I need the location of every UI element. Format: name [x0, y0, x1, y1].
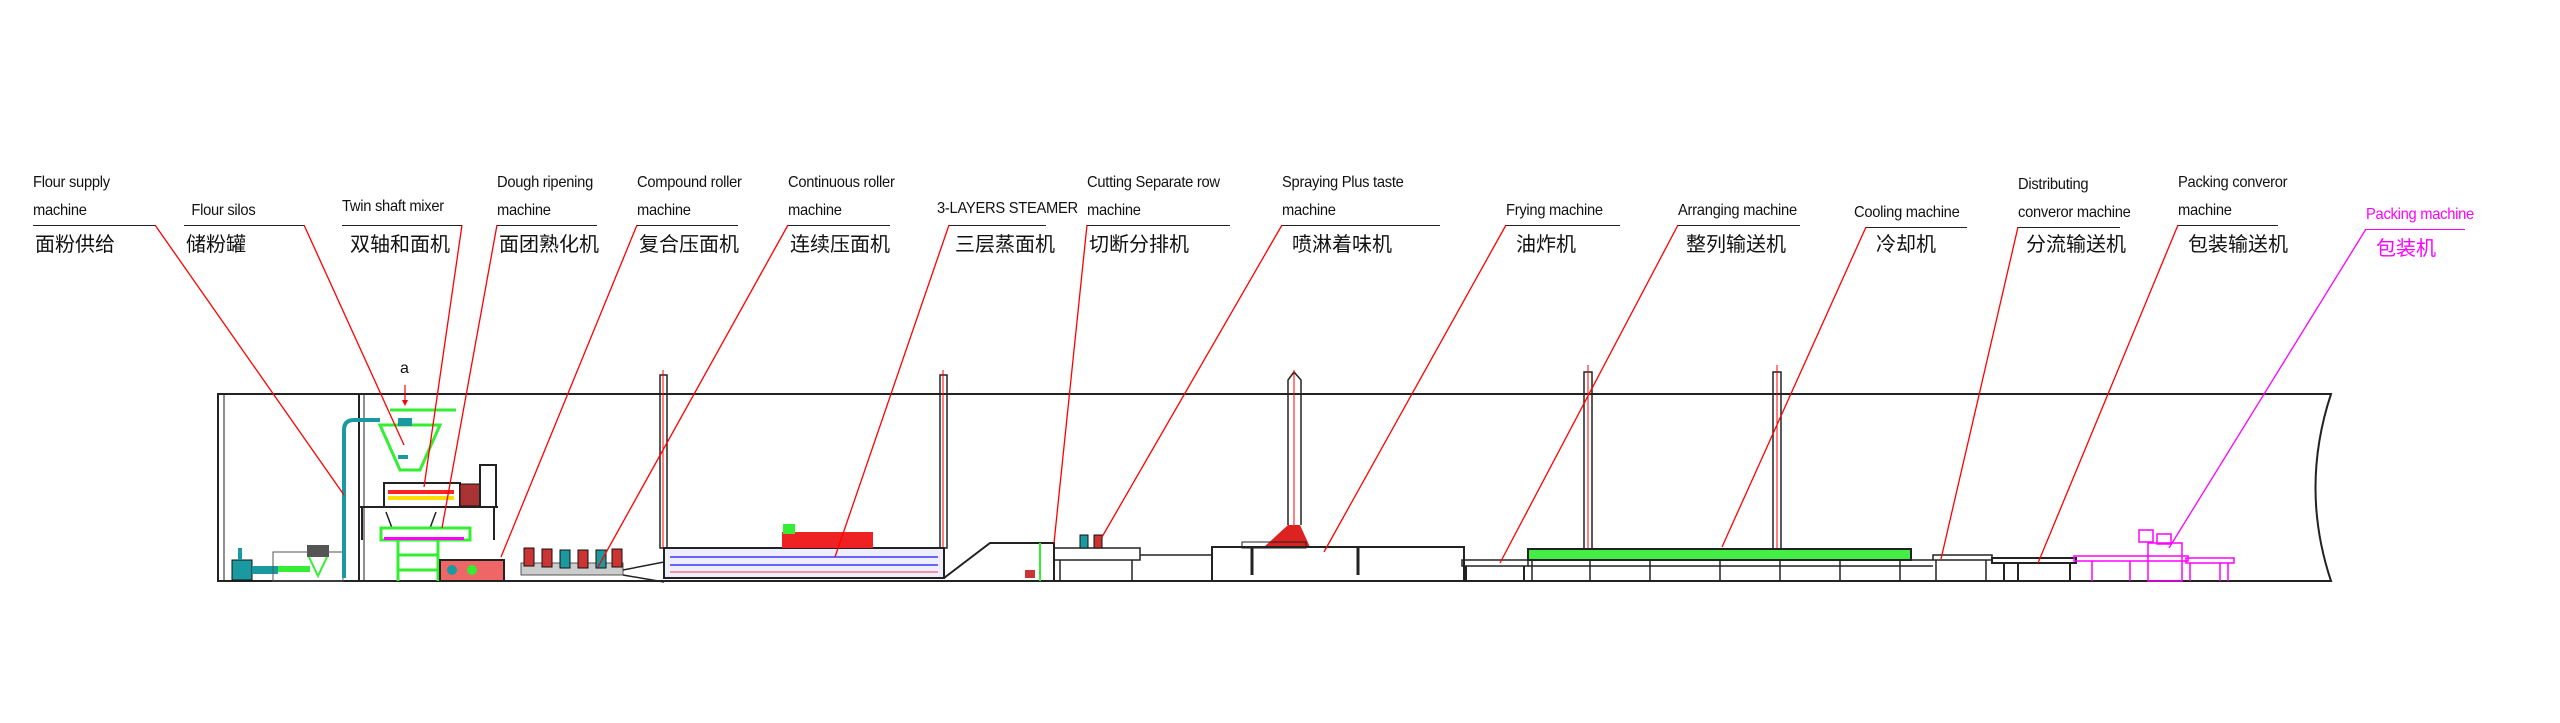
packing-conveyor-machine [1991, 557, 2077, 581]
label-zh: 面粉供给 [35, 234, 115, 256]
label-zh: 油炸机 [1516, 234, 1576, 256]
label-en-line2: machine [33, 202, 87, 219]
label-zh: 包装输送机 [2188, 234, 2288, 256]
leader-flour-silos [303, 224, 405, 446]
marker-a-label: a [400, 360, 409, 377]
label-en-line2: 3-LAYERS STEAMER [937, 200, 1078, 217]
label-cooling: Cooling machine 冷却机 [1854, 160, 1967, 256]
leader-packing-machine [2168, 228, 2367, 549]
label-continuous-roller: Continuous roller machine 连续压面机 [788, 160, 895, 256]
leader-continuous-roller [597, 224, 789, 568]
leader-dough-ripening [441, 224, 498, 529]
leader-lines [154, 224, 2367, 568]
label-en-line2: converor machine [2018, 204, 2131, 221]
leader-compound-roller [500, 224, 638, 558]
arranging-cooling-machine [1461, 365, 1933, 581]
label-zh: 冷却机 [1876, 234, 1936, 256]
flour-silos [307, 545, 329, 579]
label-flour-silos: Flour silos 储粉罐 [184, 160, 304, 256]
label-en-line1: Continuous roller [788, 174, 895, 191]
leader-spraying [1101, 224, 1283, 538]
label-en-line2: Arranging machine [1678, 202, 1797, 219]
label-en-line1: Distributing [2018, 176, 2089, 193]
label-en-line2: Frying machine [1506, 202, 1603, 219]
label-en-line1: Spraying Plus taste [1282, 174, 1404, 191]
label-en-line2: machine [1282, 202, 1336, 219]
flour-supply-machine [231, 418, 380, 582]
label-en-line1: Dough ripening [497, 174, 593, 191]
leader-frying [1323, 224, 1507, 553]
label-zh: 分流输送机 [2026, 234, 2126, 256]
label-zh: 切断分排机 [1089, 234, 1189, 256]
label-steamer: 3-LAYERS STEAMER 三层蒸面机 [937, 160, 1078, 256]
label-en-line2: Twin shaft mixer [342, 198, 444, 215]
label-twin-shaft-mixer: Twin shaft mixer 双轴和面机 [342, 160, 462, 256]
label-spraying-plus-taste: Spraying Plus taste machine 喷淋着味机 [1282, 160, 1440, 256]
label-en-line1: Packing converor [2178, 174, 2288, 191]
three-layer-steamer [622, 370, 948, 583]
twin-shaft-mixer [358, 408, 498, 540]
leader-twin-shaft-mixer [423, 224, 463, 488]
label-zh: 三层蒸面机 [955, 234, 1055, 256]
leader-cooling [1721, 226, 1867, 548]
leader-steamer [834, 224, 950, 558]
label-zh: 整列输送机 [1686, 234, 1786, 256]
label-en-line2: machine [788, 202, 842, 219]
distributing-conveyor-machine [1932, 554, 1993, 581]
building-outline [217, 393, 2333, 582]
continuous-roller-machine [520, 547, 624, 576]
label-zh: 包装机 [2376, 238, 2436, 260]
dough-ripening-machine [379, 526, 472, 581]
label-en-line2: Packing machine [2366, 206, 2474, 223]
label-en-line2: Flour silos [191, 202, 256, 219]
marker-arrow-head [402, 400, 408, 406]
label-en-line2: machine [2178, 202, 2232, 219]
label-packing-machine: Packing machine 包装机 [2366, 160, 2474, 260]
label-en-line1: Cutting Separate row [1087, 174, 1220, 191]
spraying-plus-taste-machine [1053, 534, 1212, 581]
label-arranging: Arranging machine 整列输送机 [1678, 160, 1800, 256]
leader-flour-supply [154, 224, 345, 496]
label-zh: 面团熟化机 [499, 234, 599, 256]
label-en-line2: Cooling machine [1854, 204, 1960, 221]
leader-cutting [1053, 224, 1088, 544]
label-packing-conveyor: Packing converor machine 包装输送机 [2178, 160, 2288, 256]
label-distributing-conveyor: Distributing converor machine 分流输送机 [2018, 160, 2131, 256]
label-compound-roller: Compound roller machine 复合压面机 [637, 160, 742, 256]
label-cutting-separate-row: Cutting Separate row machine 切断分排机 [1087, 160, 1230, 256]
label-en-line2: machine [497, 202, 551, 219]
label-en-line1: Flour supply [33, 174, 110, 191]
label-zh: 储粉罐 [186, 234, 246, 256]
label-flour-supply: Flour supply machine 面粉供给 [33, 160, 155, 256]
leader-packing-conveyor [2037, 224, 2179, 564]
leader-arranging [1499, 224, 1679, 564]
label-en-line2: machine [1087, 202, 1141, 219]
label-en-line1: Compound roller [637, 174, 742, 191]
frying-machine [1211, 370, 1465, 582]
compound-roller-machine [439, 559, 505, 582]
label-zh: 喷淋着味机 [1292, 234, 1392, 256]
label-dough-ripening: Dough ripening machine 面团熟化机 [497, 160, 599, 256]
cutting-separate-row-machine [943, 542, 1055, 582]
label-zh: 复合压面机 [639, 234, 739, 256]
label-en-line2: machine [637, 202, 691, 219]
label-zh: 双轴和面机 [350, 234, 450, 256]
label-zh: 连续压面机 [790, 234, 890, 256]
packing-machine [2073, 529, 2235, 582]
leader-distributing [1940, 226, 2019, 560]
label-frying: Frying machine 油炸机 [1506, 160, 1620, 256]
